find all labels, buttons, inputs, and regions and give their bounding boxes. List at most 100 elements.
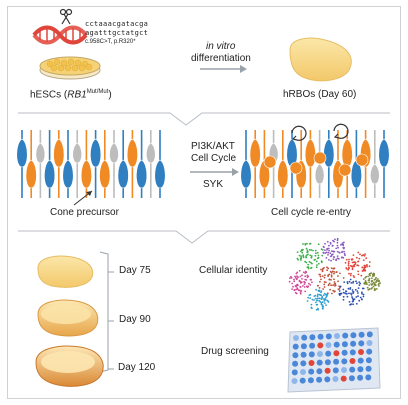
dna-helix-icon: [32, 25, 88, 45]
cluster-point: [332, 253, 334, 256]
cluster-point: [316, 295, 319, 298]
plate-well: [300, 369, 306, 375]
cluster-point: [352, 300, 354, 303]
plate-well: [291, 378, 298, 384]
cluster-point: [307, 267, 310, 270]
plate-well: [341, 341, 348, 348]
cluster-point: [308, 249, 311, 251]
cluster-point: [309, 284, 312, 286]
cluster-point: [293, 278, 295, 281]
plate-well: [358, 340, 365, 347]
precursor-cell: [146, 130, 156, 198]
cluster-point: [330, 259, 332, 262]
cluster-point: [316, 251, 319, 254]
hrbos-label: hRBOs (Day 60): [283, 89, 357, 100]
cluster-point: [291, 288, 293, 290]
plate-well: [293, 335, 299, 341]
cluster-point: [351, 268, 354, 271]
plate-well: [332, 376, 339, 382]
precursor-cell: [72, 130, 82, 198]
cluster-point: [336, 239, 339, 242]
cluster-point: [327, 300, 329, 303]
cluster-point: [368, 273, 371, 276]
cluster-point: [296, 277, 298, 280]
pointer-arrow: [73, 190, 93, 206]
cluster-point: [331, 292, 333, 295]
cluster-point: [307, 296, 310, 299]
cluster-point: [309, 254, 312, 257]
plate-well: [349, 358, 356, 364]
cluster-point: [319, 300, 322, 303]
plate-well: [317, 342, 324, 349]
cluster-point: [343, 246, 345, 249]
cluster-point: [320, 268, 322, 271]
cluster-point: [379, 282, 381, 285]
cluster-point: [346, 281, 349, 283]
cluster-point: [294, 291, 297, 294]
cluster-point: [340, 256, 343, 259]
plate-well: [365, 374, 372, 381]
cluster-point: [301, 251, 304, 254]
reentry-cell: [304, 130, 316, 198]
cluster-point: [309, 293, 312, 296]
cluster-point: [368, 265, 371, 268]
cluster-point: [294, 275, 296, 278]
cluster-point: [307, 266, 310, 269]
cluster-point: [338, 290, 341, 292]
plate-well: [332, 367, 339, 374]
cluster-point: [348, 280, 351, 283]
cluster-point: [342, 244, 345, 247]
pathway-cell-cycle: Cell Cycle: [191, 153, 237, 164]
cluster-point: [299, 280, 302, 283]
cluster-point: [350, 282, 353, 284]
cluster-point: [290, 275, 292, 278]
cluster-point: [324, 249, 326, 252]
cycle-reentry-cells: [240, 130, 390, 198]
cluster-point: [312, 249, 314, 252]
cluster-point: [300, 256, 303, 259]
cluster-point: [350, 293, 353, 296]
cluster-point: [355, 296, 358, 298]
cluster-point: [323, 286, 326, 288]
cluster-point: [346, 295, 349, 298]
cluster-point: [318, 297, 320, 300]
cluster-point: [305, 247, 308, 250]
cluster-point: [306, 249, 309, 252]
precursor-cell: [117, 130, 129, 198]
cluster-point: [357, 292, 359, 294]
mutation-label: c.958C>T, p.R320*: [85, 39, 136, 45]
cluster-point: [336, 244, 339, 247]
cluster-point: [335, 258, 338, 261]
plate-well: [307, 377, 314, 384]
cluster-point: [325, 295, 328, 297]
cluster-point: [334, 290, 336, 293]
cluster-point: [321, 254, 324, 257]
plate-well: [366, 348, 373, 355]
cluster-point: [305, 279, 308, 281]
cluster-point: [345, 267, 348, 269]
cluster-point: [348, 258, 350, 261]
cluster-point: [313, 259, 316, 261]
cluster-point: [336, 250, 339, 253]
plate-well: [357, 357, 364, 364]
timeline-bracket: [99, 251, 109, 373]
cluster-point: [320, 298, 323, 301]
cluster-point: [338, 251, 341, 254]
cluster-point: [300, 250, 302, 253]
plate-well: [300, 360, 307, 367]
cluster-point: [368, 281, 370, 284]
cluster-point: [332, 258, 335, 260]
cluster-point: [333, 272, 335, 275]
cluster-point: [354, 288, 357, 291]
cluster-point: [367, 288, 370, 291]
plate-well: [325, 342, 332, 348]
cluster-point: [357, 270, 359, 273]
cluster-point: [302, 271, 305, 274]
cluster-point: [342, 288, 345, 291]
plate-well: [333, 341, 340, 348]
plate-well: [317, 351, 323, 357]
cluster-point: [340, 292, 343, 295]
cluster-point: [352, 254, 355, 256]
cluster-point: [325, 304, 327, 306]
plate-well: [324, 359, 331, 366]
